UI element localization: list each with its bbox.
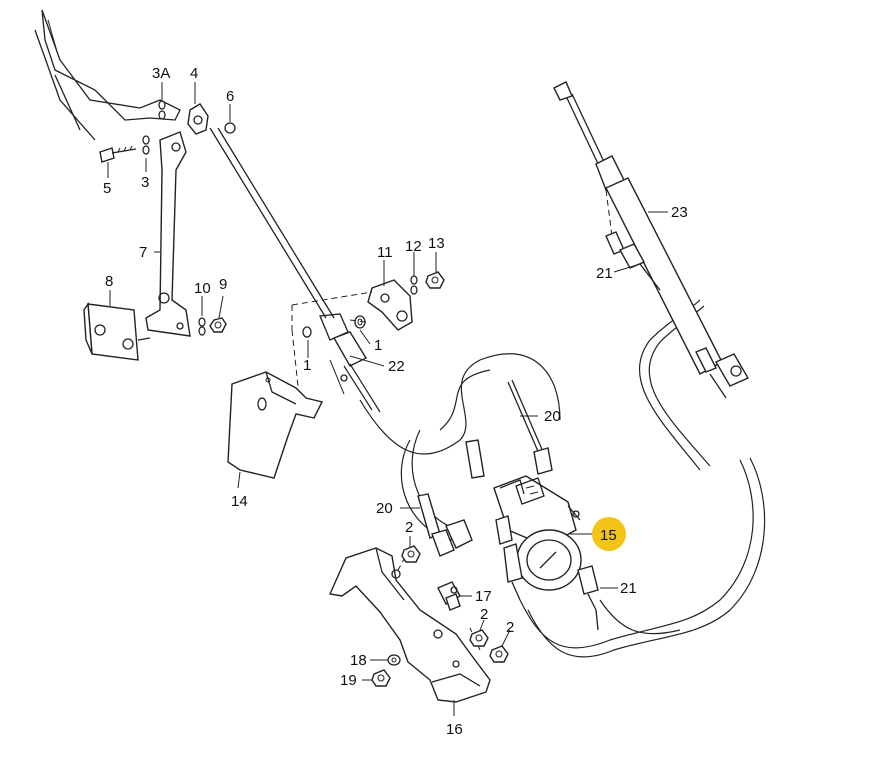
cable-part-22	[329, 331, 381, 413]
lever-part-7	[145, 131, 191, 337]
part-labels: 3A 4 6 3 5 7 8 10 9 11 12 13 1 1 22 20 2…	[103, 65, 688, 738]
label-20-lower[interactable]: 20	[376, 500, 393, 517]
highlight-marker-15[interactable]	[592, 517, 626, 551]
bolt-part-5	[99, 145, 137, 163]
label-2-a[interactable]: 2	[405, 519, 413, 536]
bracket-part-16	[328, 547, 491, 703]
bracket-part-11	[367, 279, 413, 331]
washer-part-10	[198, 317, 206, 336]
strut-part-23	[553, 81, 749, 399]
leader-lines	[107, 82, 668, 716]
clip-part-3a	[158, 100, 166, 120]
connector-part-17	[437, 581, 461, 611]
label-11[interactable]: 11	[377, 244, 393, 261]
label-23[interactable]: 23	[671, 204, 688, 221]
label-16[interactable]: 16	[446, 721, 463, 738]
clip-part-3	[142, 135, 150, 155]
label-7[interactable]: 7	[139, 244, 147, 261]
washer-part-1-left	[302, 326, 312, 338]
washer-part-18	[387, 654, 401, 666]
label-12[interactable]: 12	[405, 238, 422, 255]
nut-part-2-b	[469, 629, 489, 647]
nut-part-2-a	[401, 545, 421, 563]
label-13[interactable]: 13	[428, 235, 445, 252]
label-20-upper[interactable]: 20	[544, 408, 561, 425]
nut-part-13	[425, 271, 445, 289]
label-2-b[interactable]: 2	[480, 606, 488, 623]
label-21-lower[interactable]: 21	[620, 580, 637, 597]
label-14[interactable]: 14	[231, 493, 248, 510]
label-21-upper[interactable]: 21	[596, 265, 613, 282]
cable-end-part-20-upper	[507, 379, 553, 475]
label-3a[interactable]: 3A	[152, 65, 170, 82]
label-15[interactable]: 15	[600, 527, 617, 544]
label-5[interactable]: 5	[103, 180, 111, 197]
label-19[interactable]: 19	[340, 672, 357, 689]
cable-end-part-20-lower	[417, 439, 485, 557]
label-1-upper[interactable]: 1	[374, 337, 382, 354]
bracket-part-4	[187, 103, 209, 135]
nut-part-9	[209, 317, 227, 333]
label-2-c[interactable]: 2	[506, 619, 514, 636]
nut-part-19	[371, 669, 391, 687]
label-18[interactable]: 18	[350, 652, 367, 669]
label-8[interactable]: 8	[105, 273, 113, 290]
label-3[interactable]: 3	[141, 174, 149, 191]
actuator-part-15	[493, 475, 599, 631]
label-9[interactable]: 9	[219, 276, 227, 293]
label-6[interactable]: 6	[226, 88, 234, 105]
pedal-linkage-frame	[34, 9, 181, 141]
cable-end-part-21-upper	[605, 231, 661, 291]
label-4[interactable]: 4	[190, 65, 198, 82]
clip-part-12	[410, 275, 418, 295]
ring-part-6	[224, 122, 236, 134]
label-10[interactable]: 10	[194, 280, 211, 297]
bracket-part-8	[83, 301, 151, 361]
label-17[interactable]: 17	[475, 588, 492, 605]
nut-part-2-c	[489, 645, 509, 663]
label-22[interactable]: 22	[388, 358, 405, 375]
bracket-part-14	[227, 371, 324, 479]
linkage-rod	[209, 127, 349, 341]
label-1-left[interactable]: 1	[303, 357, 311, 374]
